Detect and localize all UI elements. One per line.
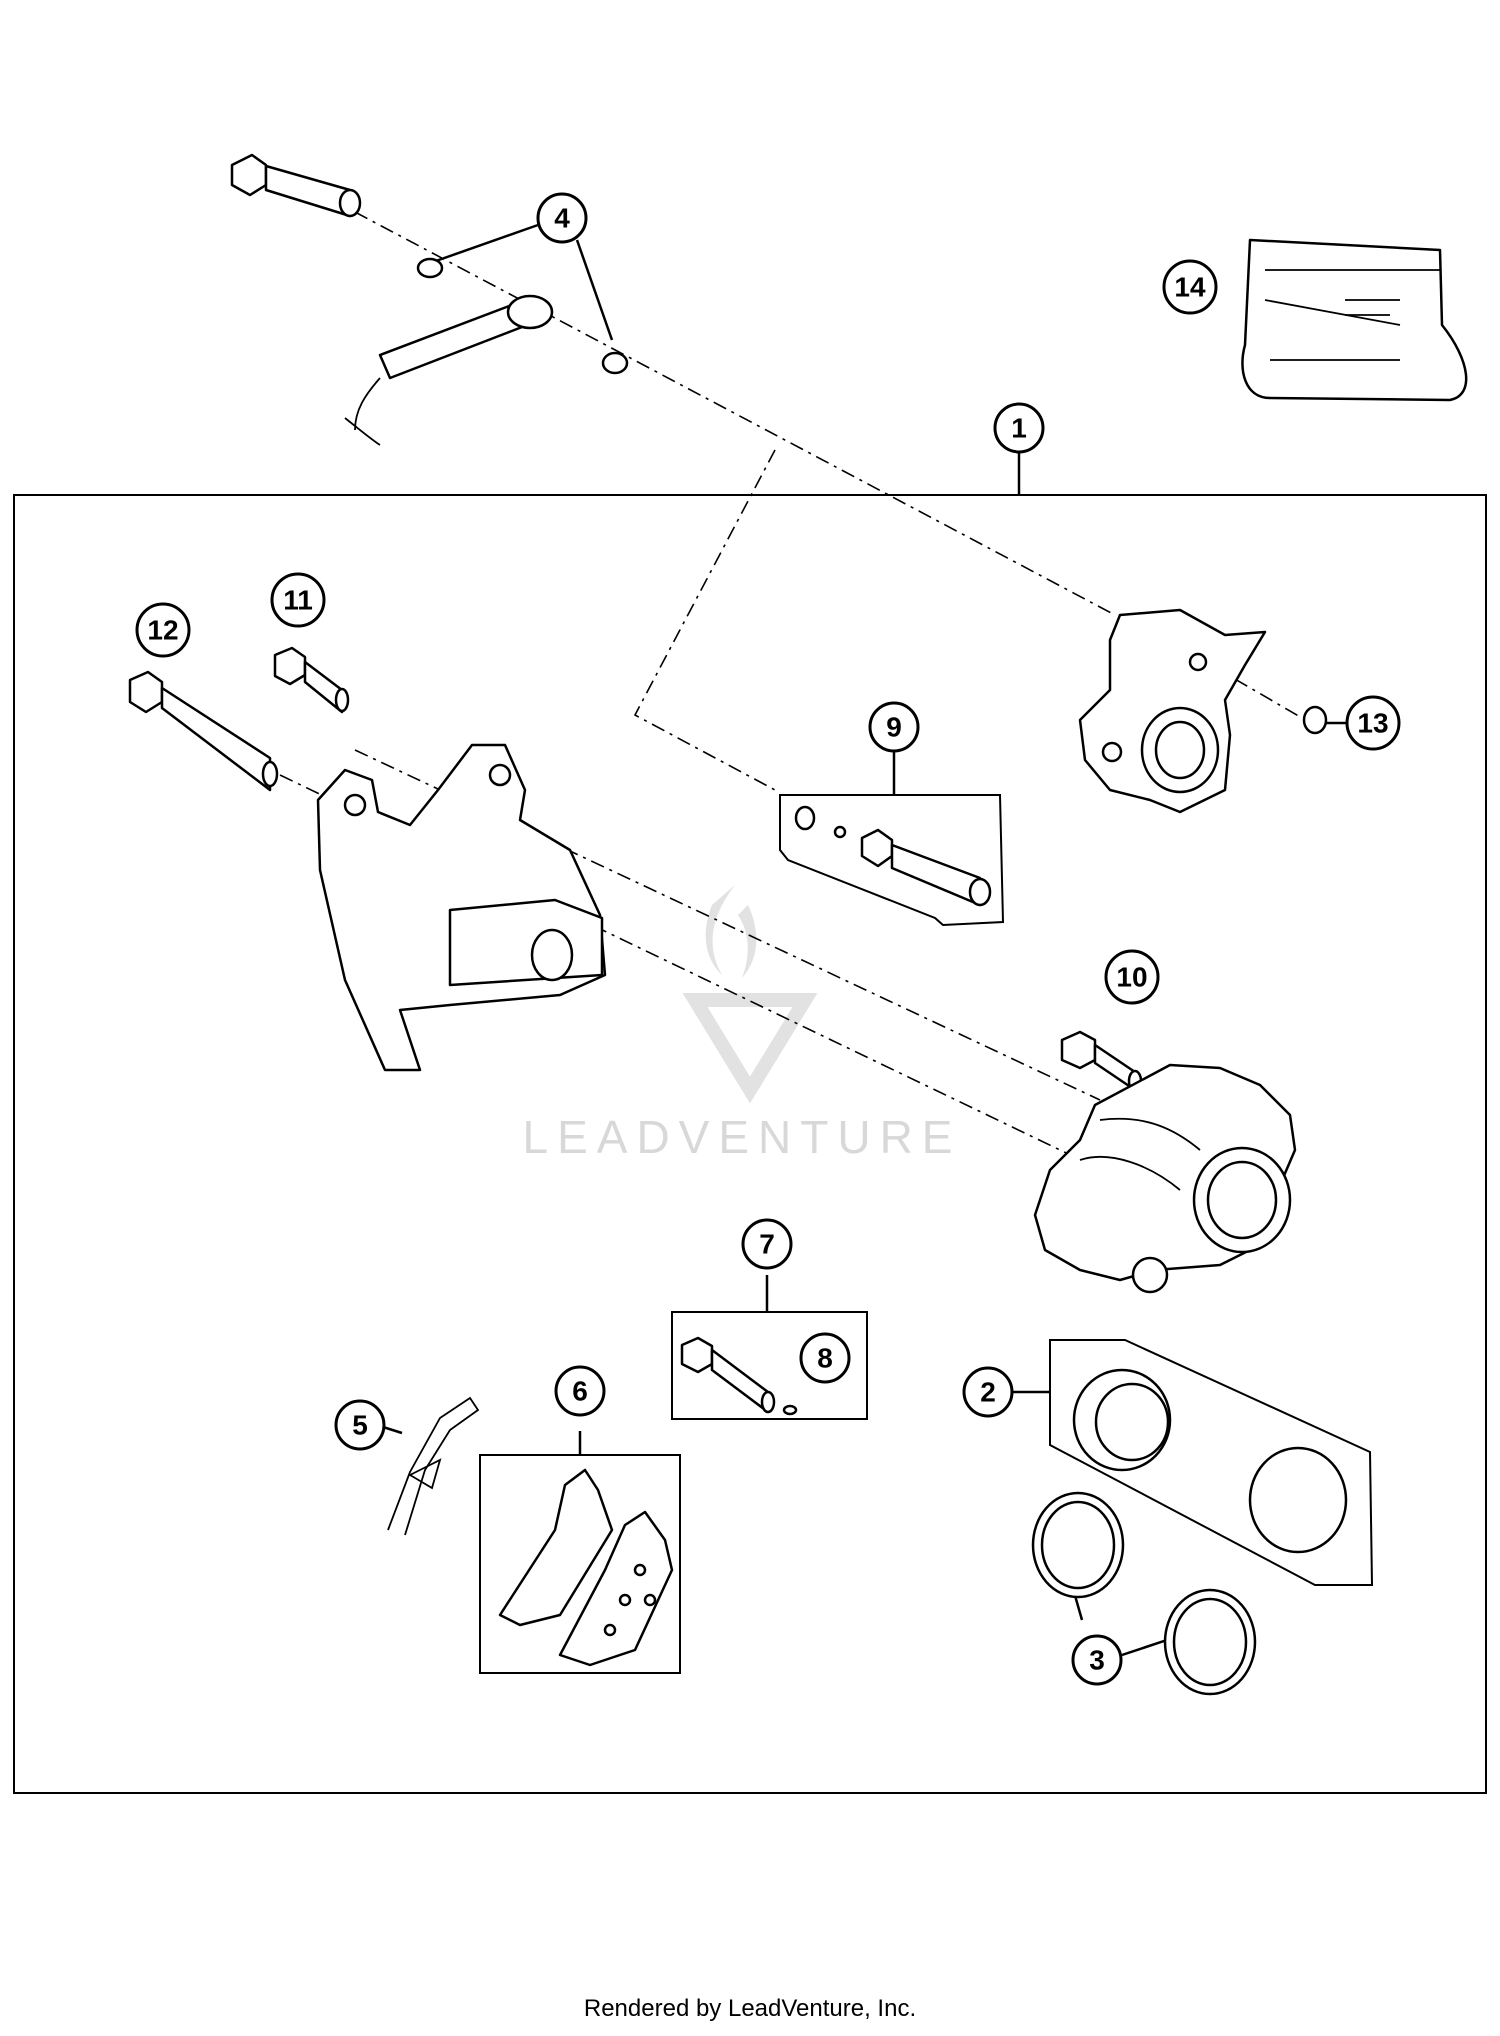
pin-kit: [671, 1311, 868, 1420]
callout-1-label: 1: [1011, 413, 1027, 444]
leader-lines: [382, 223, 1348, 1657]
callout-11: 11: [270, 572, 326, 628]
callout-1: 1: [993, 402, 1045, 454]
watermark: LEADVENTURE: [523, 885, 962, 1163]
piston-seals: [1031, 1491, 1257, 1696]
callout-11-label: 11: [283, 585, 313, 616]
callout-3: 3: [1071, 1634, 1123, 1686]
caliper-half-upper: [1078, 608, 1267, 814]
caliper-bracket: [316, 743, 607, 1072]
callout-4-label: 4: [554, 203, 570, 234]
callout-13-label: 13: [1357, 708, 1388, 739]
callout-8: 8: [799, 1332, 851, 1384]
callout-6: 6: [554, 1365, 606, 1417]
callout-7: 7: [741, 1218, 793, 1270]
footer-credit: Rendered by LeadVenture, Inc.: [583, 1995, 917, 2022]
pad-pin-10: [1060, 1030, 1143, 1093]
callout-9-label: 9: [886, 712, 902, 743]
callout-10-label: 10: [1116, 962, 1147, 993]
callout-7-label: 7: [759, 1229, 775, 1260]
banjo-bolt-assembly: [230, 153, 629, 446]
leadventure-logo-icon: [682, 885, 818, 1104]
bleeder-kit: [779, 794, 1005, 927]
callout-13: 13: [1345, 695, 1401, 751]
callout-4: 4: [536, 192, 588, 244]
instruction-leaflet: [1241, 238, 1468, 402]
pad-spring: [387, 1396, 480, 1536]
caliper-body-lower: [1033, 1063, 1297, 1294]
callout-12: 12: [135, 602, 191, 658]
pistons-kit: [1049, 1339, 1374, 1586]
callout-9: 9: [868, 701, 920, 753]
bolt-12: [128, 670, 279, 792]
watermark-brand: LEADVENTURE: [523, 1111, 962, 1163]
callout-8-label: 8: [817, 1343, 833, 1374]
callout-14: 14: [1162, 259, 1218, 315]
callout-14-label: 14: [1174, 272, 1206, 303]
callout-2-label: 2: [980, 1377, 996, 1408]
bolt-11: [273, 646, 350, 714]
callout-12-label: 12: [147, 615, 178, 646]
callout-5-label: 5: [352, 1410, 368, 1441]
caliper-kit-frame: [13, 494, 1487, 1794]
callout-6-label: 6: [572, 1376, 588, 1407]
callout-5: 5: [334, 1399, 386, 1451]
callout-3-label: 3: [1089, 1645, 1105, 1676]
callout-2: 2: [962, 1366, 1014, 1418]
o-ring-13: [1302, 705, 1328, 735]
brake-pads-kit: [479, 1454, 681, 1674]
callout-10: 10: [1104, 949, 1160, 1005]
